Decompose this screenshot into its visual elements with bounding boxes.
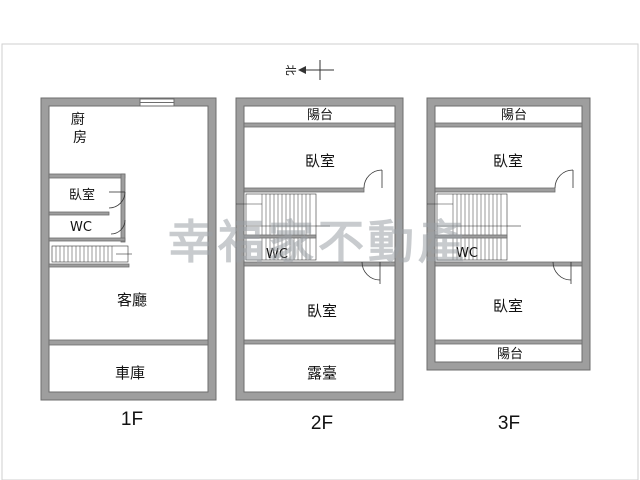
- room-3f-bedroom-top-label: 臥室: [493, 152, 523, 170]
- floor-2f-label: 2F: [311, 413, 333, 434]
- room-kitchen-char-2: 房: [73, 130, 87, 146]
- room-kitchen-char-1: 廚: [71, 111, 85, 128]
- room-3f-bedroom-bottom-label: 臥室: [493, 297, 523, 315]
- compass-label: 北: [284, 65, 297, 76]
- floor-3f: 陽台 臥室 WC 臥室 陽台: [426, 97, 591, 371]
- north-arrow-icon: [298, 60, 334, 80]
- floor-2f-outer-wall: [236, 98, 403, 400]
- room-1f-wc-label: WC: [70, 220, 92, 235]
- room-3f-wc-label: WC: [456, 246, 478, 261]
- floor-3f-stairs: [427, 193, 521, 261]
- floor-1f: 廚 房 臥室 WC 客廳 車庫: [40, 97, 217, 401]
- floor-2f-stairs: [236, 193, 330, 261]
- floor-1f-outer-wall: [41, 98, 216, 400]
- floor-3f-label: 3F: [498, 413, 520, 434]
- room-living-label: 客廳: [117, 291, 147, 309]
- room-2f-bedroom-top-label: 臥室: [305, 152, 335, 170]
- floor-1f-stairs: [51, 245, 132, 263]
- room-1f-bedroom-label: 臥室: [69, 187, 95, 203]
- page-frame: [1, 43, 639, 480]
- room-3f-balcony-bottom-label: 陽台: [497, 347, 523, 362]
- watermark-text: 幸福家不動產: [168, 215, 468, 269]
- room-terrace-label: 露臺: [307, 364, 337, 382]
- room-2f-wc-label: WC: [266, 247, 288, 262]
- floor-1f-label: 1F: [121, 409, 143, 430]
- room-2f-bedroom-bottom-label: 臥室: [307, 302, 337, 320]
- room-kitchen-label: 廚 房: [71, 111, 89, 146]
- room-3f-balcony-top-label: 陽台: [501, 108, 527, 123]
- room-garage-label: 車庫: [115, 364, 145, 382]
- floor-3f-outer-wall: [427, 98, 590, 370]
- room-2f-balcony-label: 陽台: [307, 108, 333, 123]
- floor-2f: 陽台 臥室 WC 臥室 露臺: [235, 97, 404, 401]
